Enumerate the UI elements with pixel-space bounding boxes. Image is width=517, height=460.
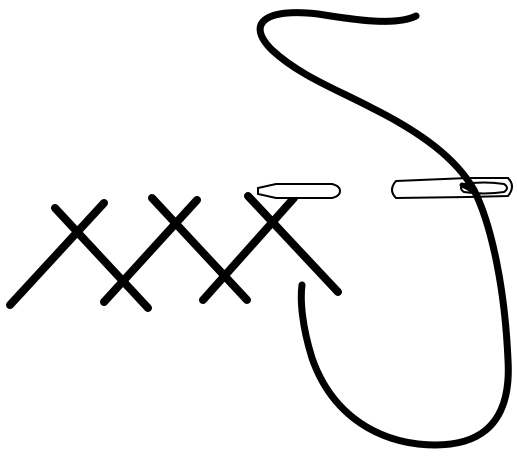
thread-icon	[260, 13, 508, 445]
stitch-back-1	[10, 203, 104, 305]
stitch-back-3	[203, 198, 294, 300]
needle-tip	[258, 184, 340, 198]
stitch-back-2	[104, 200, 197, 302]
stitch-front-2	[152, 198, 247, 300]
back-stitches	[10, 198, 294, 305]
stitch-front-3	[248, 196, 338, 292]
stitch-front-1	[55, 208, 148, 308]
